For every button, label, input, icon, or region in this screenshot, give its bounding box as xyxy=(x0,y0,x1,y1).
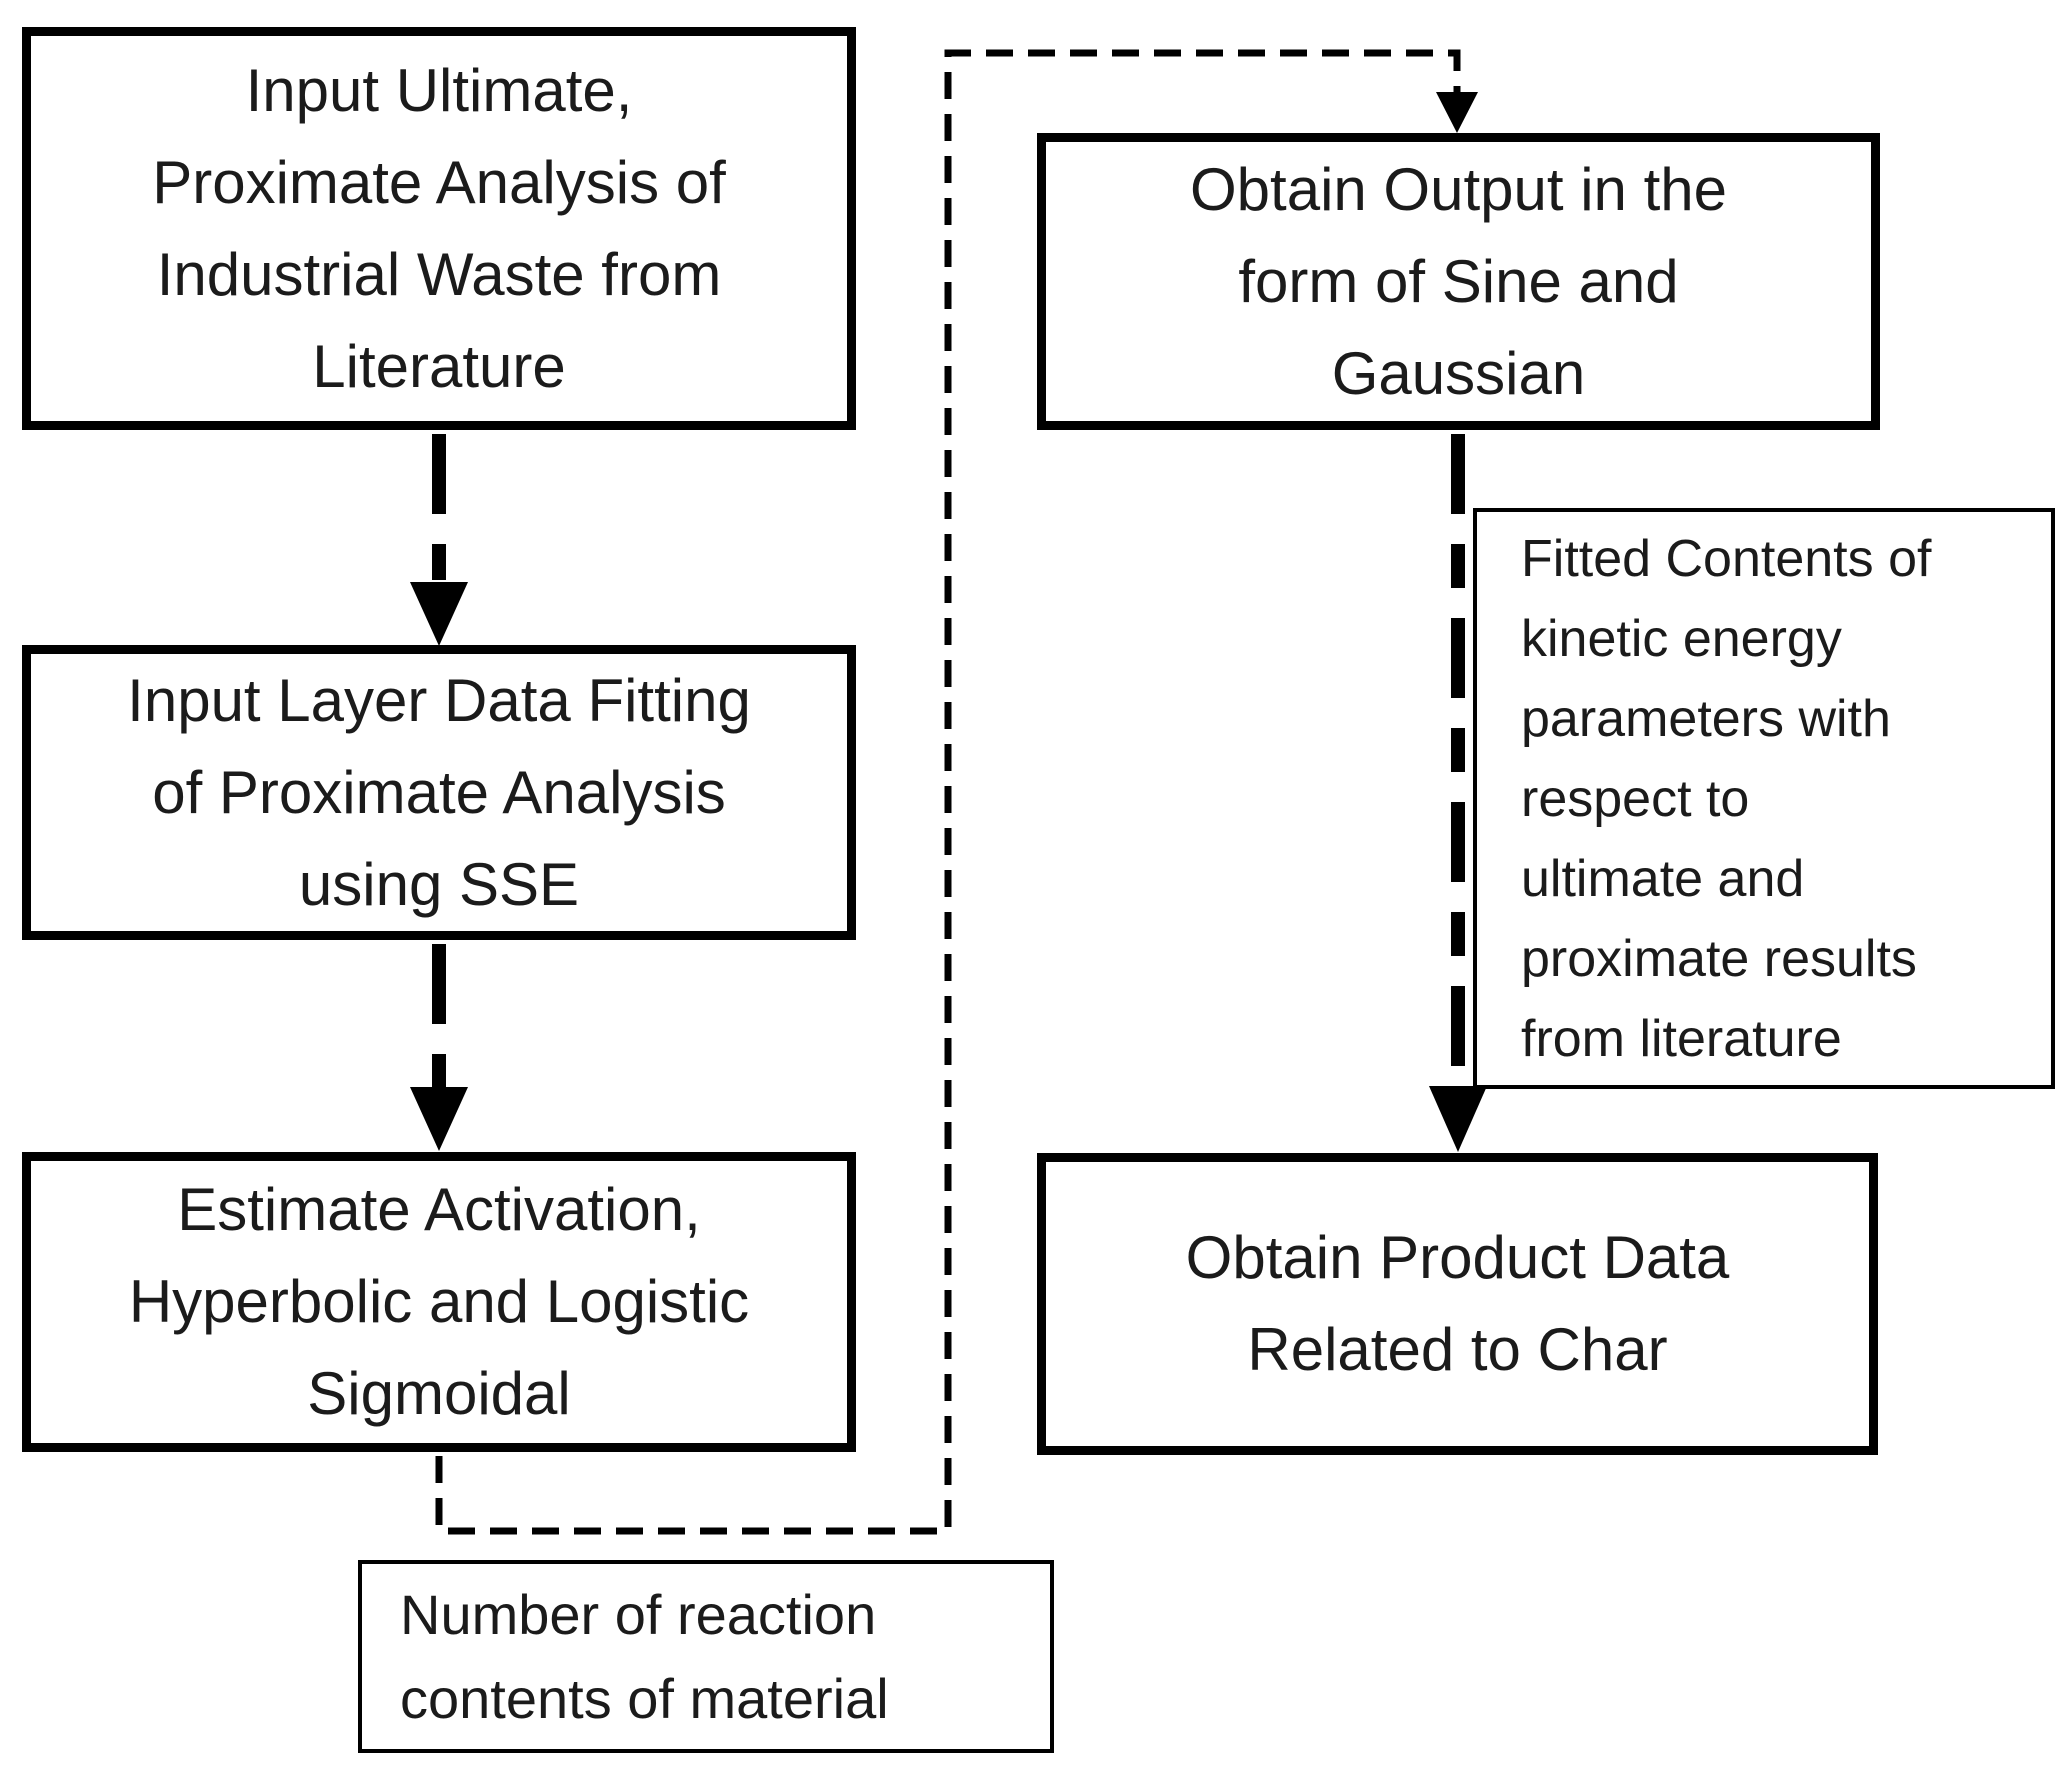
label-line: contents of material xyxy=(400,1666,889,1730)
box-line: of Proximate Analysis xyxy=(152,758,726,826)
arrowhead-down-icon xyxy=(1436,92,1478,133)
label-line: from literature xyxy=(1521,1009,1842,1068)
box-obtain-output: Obtain Output in the form of Sine and Ga… xyxy=(1037,133,1880,430)
box-line: Hyperbolic and Logistic xyxy=(128,1268,750,1335)
box-line: Gaussian xyxy=(1331,339,1586,407)
box-line: using SSE xyxy=(298,850,580,918)
feedback-connector xyxy=(435,49,1478,1535)
box-line: Proximate Analysis of xyxy=(152,148,726,216)
box-line: Input Ultimate, xyxy=(245,56,633,124)
label-line: respect to xyxy=(1521,769,1750,828)
label-number-reaction: Number of reaction contents of material xyxy=(358,1560,1054,1753)
label-line: parameters with xyxy=(1521,689,1891,748)
box-line: Input Layer Data Fitting xyxy=(127,666,751,734)
box-line: Sigmoidal xyxy=(307,1360,571,1427)
box-line: Industrial Waste from xyxy=(156,240,722,308)
label-line: Fitted Contents of xyxy=(1521,529,1932,588)
arrowhead-down-icon xyxy=(410,582,468,646)
box-line: Estimate Activation, xyxy=(177,1176,701,1243)
label-line: ultimate and xyxy=(1521,849,1805,908)
label-line: Number of reaction xyxy=(400,1582,877,1646)
label-line: kinetic energy xyxy=(1521,609,1842,668)
arrow-layer-to-estimate xyxy=(410,944,468,1151)
arrowhead-down-icon xyxy=(410,1087,468,1151)
arrow-output-to-product xyxy=(1429,434,1487,1152)
box-line: form of Sine and xyxy=(1238,247,1679,315)
box-line: Related to Char xyxy=(1247,1316,1668,1383)
feedback-shaft xyxy=(435,49,1461,1535)
box-line: Obtain Product Data xyxy=(1185,1224,1730,1291)
box-input-layer: Input Layer Data Fitting of Proximate An… xyxy=(22,645,856,940)
box-input-ultimate: Input Ultimate, Proximate Analysis of In… xyxy=(22,27,856,430)
arrow-input-to-layer xyxy=(410,434,468,646)
box-obtain-product: Obtain Product Data Related to Char xyxy=(1037,1153,1878,1455)
box-estimate-activation: Estimate Activation, Hyperbolic and Logi… xyxy=(22,1152,856,1452)
box-line: Literature xyxy=(312,332,566,400)
arrowhead-down-icon xyxy=(1429,1086,1487,1152)
label-fitted-contents: Fitted Contents of kinetic energy parame… xyxy=(1473,508,2055,1089)
box-line: Obtain Output in the xyxy=(1189,155,1727,223)
label-line: proximate results xyxy=(1521,929,1917,988)
